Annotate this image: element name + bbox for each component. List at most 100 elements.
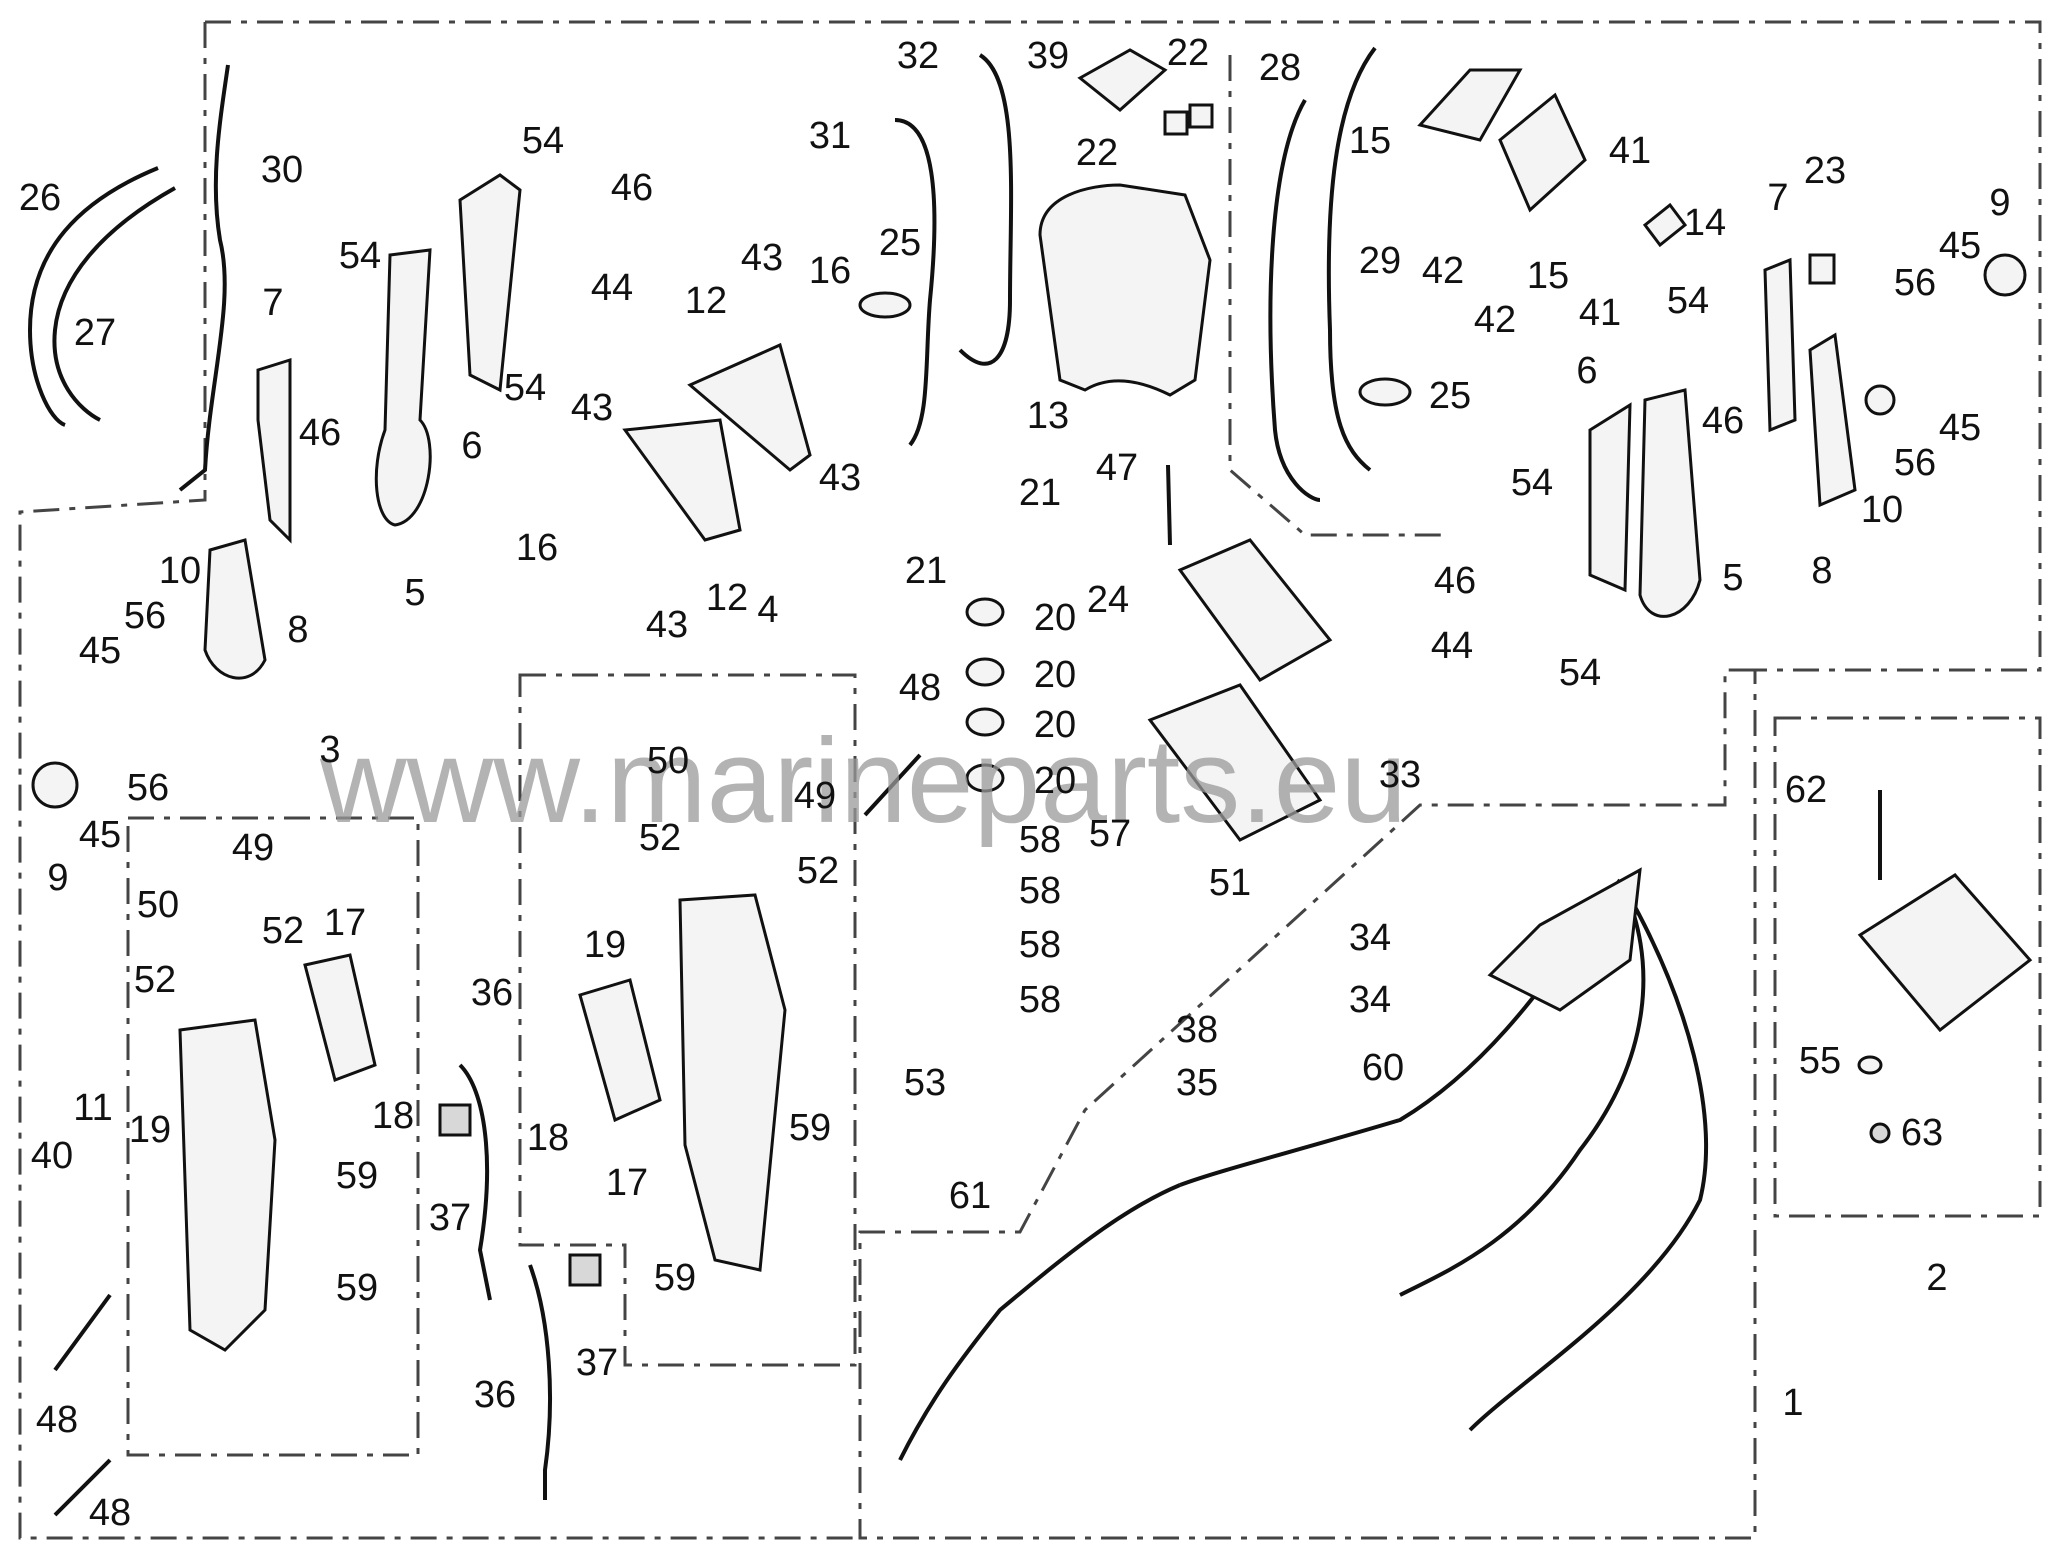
harness-outline (1228, 55, 1450, 537)
bolt-48b (53, 1293, 112, 1372)
callout-42: 42 (1474, 299, 1516, 341)
callout-54: 54 (1559, 652, 1601, 694)
housing-4 (678, 893, 787, 1272)
plate-2 (1857, 873, 2033, 1033)
callout-8: 8 (1811, 550, 1832, 592)
callout-58: 58 (1019, 819, 1061, 861)
ring-9 (31, 761, 79, 809)
callout-59: 59 (654, 1257, 696, 1299)
callout-52: 52 (134, 959, 176, 1001)
callout-43: 43 (741, 237, 783, 279)
callout-51: 51 (1209, 862, 1251, 904)
callout-15: 15 (1527, 255, 1569, 297)
callout-39: 39 (1027, 35, 1069, 77)
callout-56: 56 (127, 767, 169, 809)
bolt-48c (53, 1458, 112, 1517)
callout-4: 4 (757, 589, 778, 631)
cap-22a (1163, 110, 1189, 136)
callout-48: 48 (899, 667, 941, 709)
bracket-15b (1498, 92, 1587, 213)
callout-45: 45 (79, 814, 121, 856)
handle-6 (458, 173, 522, 393)
callout-17: 17 (606, 1162, 648, 1204)
wire-28 (1268, 98, 1321, 502)
handle-6-right (1588, 402, 1632, 593)
callout-20: 20 (1034, 760, 1076, 802)
callout-46: 46 (1702, 400, 1744, 442)
callout-14: 14 (1684, 202, 1726, 244)
callout-19: 19 (129, 1109, 171, 1151)
callout-24: 24 (1087, 579, 1129, 621)
clip-25a (858, 291, 912, 319)
callout-1: 1 (1782, 1382, 1803, 1424)
housing-3 (178, 1018, 277, 1352)
callout-46: 46 (611, 167, 653, 209)
callout-34: 34 (1349, 917, 1391, 959)
callout-46: 46 (1434, 560, 1476, 602)
ring-10-right (1864, 384, 1896, 416)
plate-39 (1077, 48, 1168, 112)
callout-58: 58 (1019, 870, 1061, 912)
callout-50: 50 (647, 740, 689, 782)
watermark: www.marineparts.eu (319, 714, 1407, 848)
callout-46: 46 (299, 412, 341, 454)
main-assembly-outline (18, 20, 2042, 1540)
callout-43: 43 (571, 387, 613, 429)
cover-7-right (1763, 257, 1797, 433)
callout-44: 44 (591, 267, 633, 309)
callout-54: 54 (1511, 462, 1553, 504)
callout-35: 35 (1176, 1062, 1218, 1104)
plate-24 (1177, 538, 1333, 682)
box-4-outline (518, 673, 857, 1367)
callout-31: 31 (809, 115, 851, 157)
bracket-15a (1417, 68, 1523, 142)
callout-52: 52 (639, 817, 681, 859)
callout-5: 5 (404, 572, 425, 614)
lever-5-right (1638, 388, 1702, 618)
callout-22: 22 (1167, 32, 1209, 74)
callout-60: 60 (1362, 1047, 1404, 1089)
bolt-48a (863, 753, 922, 817)
assembly-outlines (18, 20, 2042, 1540)
callout-59: 59 (789, 1107, 831, 1149)
housing-8-right (1808, 332, 1857, 508)
callout-7: 7 (1767, 177, 1788, 219)
wire-31 (894, 118, 937, 447)
plate-14 (1642, 202, 1688, 248)
callout-19: 19 (584, 924, 626, 966)
callout-7: 7 (262, 282, 283, 324)
callout-22: 22 (1076, 132, 1118, 174)
cap-23 (1808, 253, 1836, 285)
callout-13: 13 (1027, 395, 1069, 437)
cable-30 (178, 64, 230, 492)
callout-45: 45 (79, 630, 121, 672)
callout-36: 36 (471, 972, 513, 1014)
callout-2: 2 (1926, 1257, 1947, 1299)
wire-32 (958, 53, 1014, 366)
cable-26 (27, 166, 159, 427)
parts-drawings (27, 46, 2033, 1517)
callout-63: 63 (1901, 1112, 1943, 1154)
callout-29: 29 (1359, 240, 1401, 282)
callout-10: 10 (159, 550, 201, 592)
callout-54: 54 (522, 120, 564, 162)
washer-20d (965, 763, 1005, 793)
harness-33b (1468, 878, 1709, 1432)
callout-26: 26 (19, 177, 61, 219)
callout-54: 54 (504, 367, 546, 409)
box-2-outline (1773, 716, 2042, 1218)
callout-10: 10 (1861, 489, 1903, 531)
callout-27: 27 (74, 312, 116, 354)
gasket-24 (1147, 683, 1323, 842)
callout-18: 18 (527, 1117, 569, 1159)
callout-36: 36 (474, 1374, 516, 1416)
callout-53: 53 (904, 1062, 946, 1104)
callout-50: 50 (137, 884, 179, 926)
callout-52: 52 (797, 850, 839, 892)
callout-56: 56 (1894, 262, 1936, 304)
callout-49: 49 (794, 775, 836, 817)
callout-59: 59 (336, 1155, 378, 1197)
cable-27 (52, 186, 176, 422)
bracket-12a (687, 342, 812, 472)
